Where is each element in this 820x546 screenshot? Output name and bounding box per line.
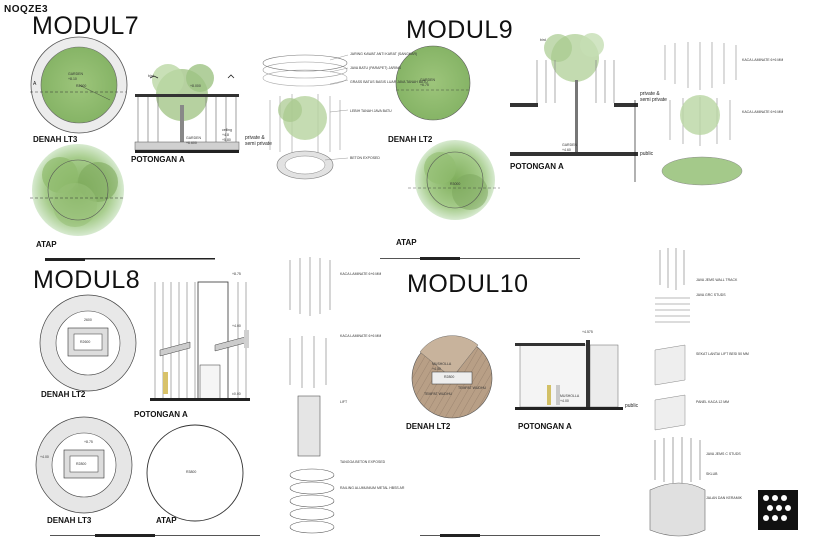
modul8-plan-text-2: 2600 (84, 318, 92, 322)
modul7-plan-text-2: +8.10 (68, 77, 77, 81)
modul10-label-denah-lt2: DENAH LT2 (406, 422, 451, 431)
modul7-label-atap: ATAP (36, 240, 57, 249)
modul7-label-potongan: POTONGAN A (131, 155, 185, 164)
modul7-iso-note-2: JAVA BATU (PARAPET) JARING (350, 66, 402, 70)
modul10-plan-text-4: TEMPAT WUDHU (424, 392, 452, 396)
modul8-iso-note-3: LIFT (340, 400, 348, 404)
modul10-iso-note-5: JAVA JEMS C STUDS (706, 452, 741, 456)
modul7-plan-axis-a: A (33, 81, 37, 87)
modul10-iso-note-2: JAVA GRC STUDS (696, 293, 726, 297)
modul8-plan-text-5: +4.00 (40, 455, 49, 459)
modul8-plan-lt2 (39, 294, 137, 392)
modul8-axonometric (289, 257, 335, 534)
modul7-label-denah-lt3: DENAH LT3 (33, 135, 78, 144)
modul7-iso-note-3: GRASS BATUS BASIS LUAR JAVA TANAH BATU (350, 80, 428, 84)
modul7-plan-lt3 (30, 36, 128, 134)
modul9-section-text-3: GARDEN (562, 143, 577, 147)
modul9-section-public: public (640, 151, 654, 157)
modul9-iso-note-1: KACA LAMINATE 6+6 MM (742, 58, 784, 62)
modul10-label-potongan: POTONGAN A (518, 422, 572, 431)
modul7-section-text-2: +8.000 (190, 84, 201, 88)
modul9-section (510, 33, 638, 182)
modul10-section-text-2: MUSHOLLA (560, 394, 580, 398)
modul9-title: MODUL9 (406, 16, 514, 44)
modul9-iso-note-2: KACA LAMINATE 6+6 MM (742, 110, 784, 114)
modul8-label-potongan: POTONGAN A (134, 410, 188, 419)
modul8-plan-lt3 (35, 416, 133, 514)
modul10-plan-lt2 (411, 335, 493, 419)
modul9-plan-lt2 (395, 45, 471, 121)
modul8-iso-note-1: KACA LAMINATE 6+6 MM (340, 272, 382, 276)
modul9-section-zone: private & semi private (640, 91, 667, 103)
modul7-iso-note-4: LEBIH TANAH JAVA BATU (350, 109, 392, 113)
modul8-plan-text-3: R2800 (76, 462, 87, 466)
modul8-plan-text-6: R3800 (186, 470, 197, 474)
modul10-plan-text-5: TEMPAT WUDHU (458, 386, 486, 390)
modul10-title: MODUL10 (407, 270, 529, 298)
modul9-label-atap: ATAP (396, 238, 417, 247)
modul7-axonometric (262, 54, 349, 180)
modul10-iso-note-3: SEKAT LANTAI LIFT BESI 50 MM (696, 352, 749, 356)
modul7-section-text-1: bird (148, 74, 154, 78)
modul7-title: MODUL7 (32, 12, 140, 40)
modul8-section (150, 281, 250, 401)
modul7-section-text-5: ceiling (222, 128, 232, 132)
modul9-plan-text-3: R3000 (450, 182, 461, 186)
modul7-plan-roof (30, 144, 125, 236)
modul7-section-text-3: GARDEN (186, 136, 201, 140)
modul8-iso-note-2: KACA LAMINATE 6+6 MM (340, 334, 382, 338)
modul7-plan-text-1: GARDEN (68, 72, 83, 76)
modul10-iso-note-4: PANEL KACA 12 MM (696, 400, 730, 404)
modul8-label-denah-lt2: DENAH LT2 (41, 390, 86, 399)
modul8-label-atap: ATAP (156, 516, 177, 525)
modul10-axonometric (649, 248, 706, 537)
modul7-section-zone: private & semi private (245, 135, 272, 147)
modul9-section-text-1: bird (540, 38, 546, 42)
modul8-title: MODUL8 (33, 266, 141, 294)
modul10-plan-text-1: MUSHOLLA (432, 362, 452, 366)
modul8-iso-note-4: TANGGA BETON EXPOSED (340, 460, 386, 464)
modul9-plan-roof (408, 140, 500, 220)
modul7-plan-text-3: R2600 (76, 84, 87, 88)
modul9-plan-text-2: +6.75 (420, 83, 429, 87)
modul10-section (515, 340, 623, 410)
brand-title: NOQZE3 (4, 4, 49, 15)
modul9-label-potongan: POTONGAN A (510, 162, 564, 171)
scale-bars (45, 257, 600, 537)
modul10-iso-note-7: JALAN DAN KERAMIK (706, 496, 742, 500)
modul8-section-text-1: +8.75 (232, 272, 241, 276)
modul10-plan-text-2: +4.00 (432, 367, 441, 371)
modul8-plan-text-4: +8.75 (84, 440, 93, 444)
modul7-section-text-7: +5.80 (222, 138, 231, 142)
modul7-iso-note-5: BETON EXPOSED (350, 156, 380, 160)
modul9-section-text-4: +4.60 (562, 148, 571, 152)
modul10-section-public: public (625, 403, 639, 409)
modul9-plan-text-1: GARDEN (420, 78, 435, 82)
modul8-iso-note-5: RAILING ALUMUNIUM METAL HBSS AR (340, 486, 405, 490)
modul7-section-text-4: +6.600 (186, 141, 197, 145)
modul10-plan-text-3: R2800 (444, 375, 455, 379)
modul8-section-text-3: ±0.00 (232, 392, 241, 396)
modul10-iso-note-6: SKLUB (706, 472, 718, 476)
modul10-iso-note-1: JAVA JEMS WALL TRACK (696, 278, 738, 282)
modul8-label-denah-lt3: DENAH LT3 (47, 516, 92, 525)
modul7-section-text-6: +4.8 (222, 133, 229, 137)
modul8-section-text-2: +4.00 (232, 324, 241, 328)
logo-mark (758, 490, 798, 530)
modul7-section (134, 64, 240, 153)
modul9-label-denah-lt2: DENAH LT2 (388, 135, 433, 144)
modul10-section-text-3: +4.00 (560, 399, 569, 403)
modul10-section-text-1: +4.575 (582, 330, 593, 334)
modul9-axonometric (661, 42, 743, 186)
modul8-plan-text-1: R2600 (80, 340, 91, 344)
modul8-plan-roof (146, 424, 244, 522)
modul7-iso-note-1: JARING KAWAT ANTI KARAT (SANGKAR) (350, 52, 418, 56)
